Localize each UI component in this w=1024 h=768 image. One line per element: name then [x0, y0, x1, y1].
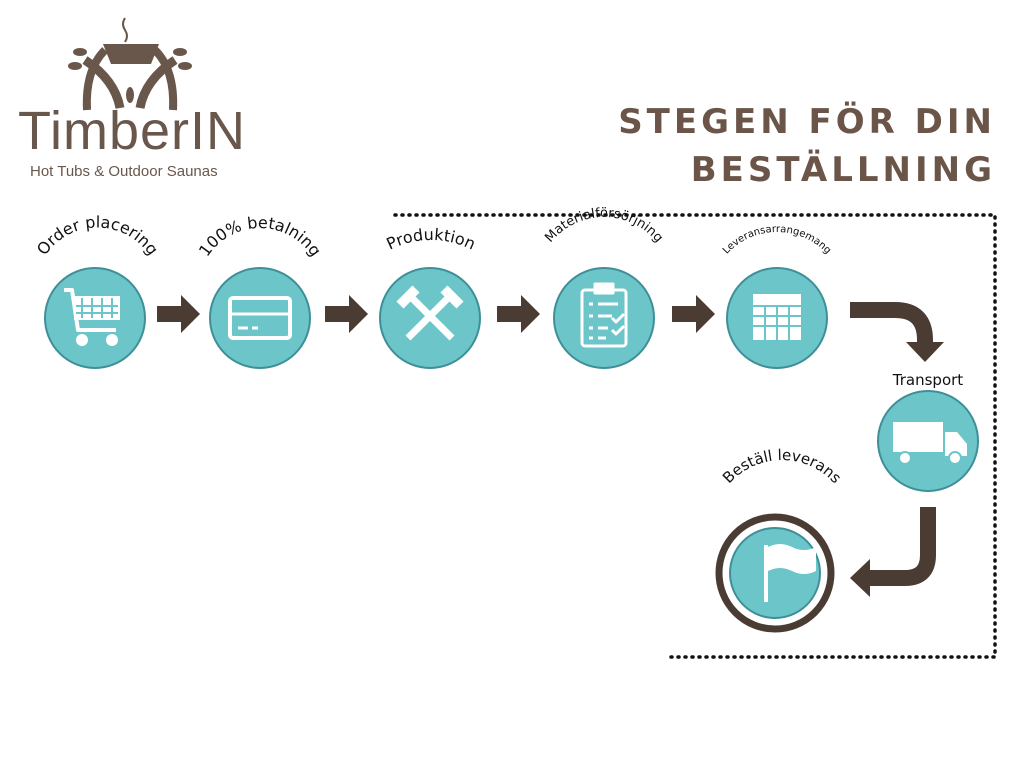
step-circle-payment [209, 267, 311, 369]
page-title: STEGEN FÖR DIN BESTÄLLNING [618, 98, 996, 194]
step-label-transport: Transport [892, 371, 964, 389]
step-label-materials: Materialförsörjning [542, 206, 666, 246]
arrow-right-icon [325, 295, 368, 333]
step-label-arrangement: Leveransarrangemang [721, 224, 833, 256]
arrow-right-icon [672, 295, 715, 333]
clipboard-checklist-icon [580, 282, 628, 348]
dotted-border [393, 213, 997, 659]
step-label-order: Order placering [33, 212, 162, 258]
step-label-production: Produktion [383, 225, 478, 254]
timberin-logo-icon [68, 17, 192, 111]
brand-tagline: Hot Tubs & Outdoor Saunas [30, 163, 218, 180]
arrow-right-icon [157, 295, 200, 333]
curved-arrow-left-icon [868, 507, 936, 586]
arrow-head [850, 559, 870, 597]
title-line-1: STEGEN FÖR DIN [618, 102, 996, 142]
step-circle-materials [553, 267, 655, 369]
truck-icon [893, 422, 967, 465]
arrow-head [906, 342, 944, 362]
calendar-icon [753, 294, 801, 340]
shopping-cart-icon [64, 288, 120, 346]
brand-name: TimberIN [18, 101, 247, 161]
curved-arrow-down-icon [850, 302, 933, 345]
credit-card-icon [228, 296, 292, 340]
title-line-2: BESTÄLLNING [690, 150, 996, 190]
step-label-payment: 100% betalning [195, 213, 325, 260]
step-label-delivery: Beställ leverans [719, 446, 845, 487]
arrow-right-icon [497, 295, 540, 333]
flag-icon [764, 544, 816, 602]
hammers-icon [396, 285, 464, 341]
